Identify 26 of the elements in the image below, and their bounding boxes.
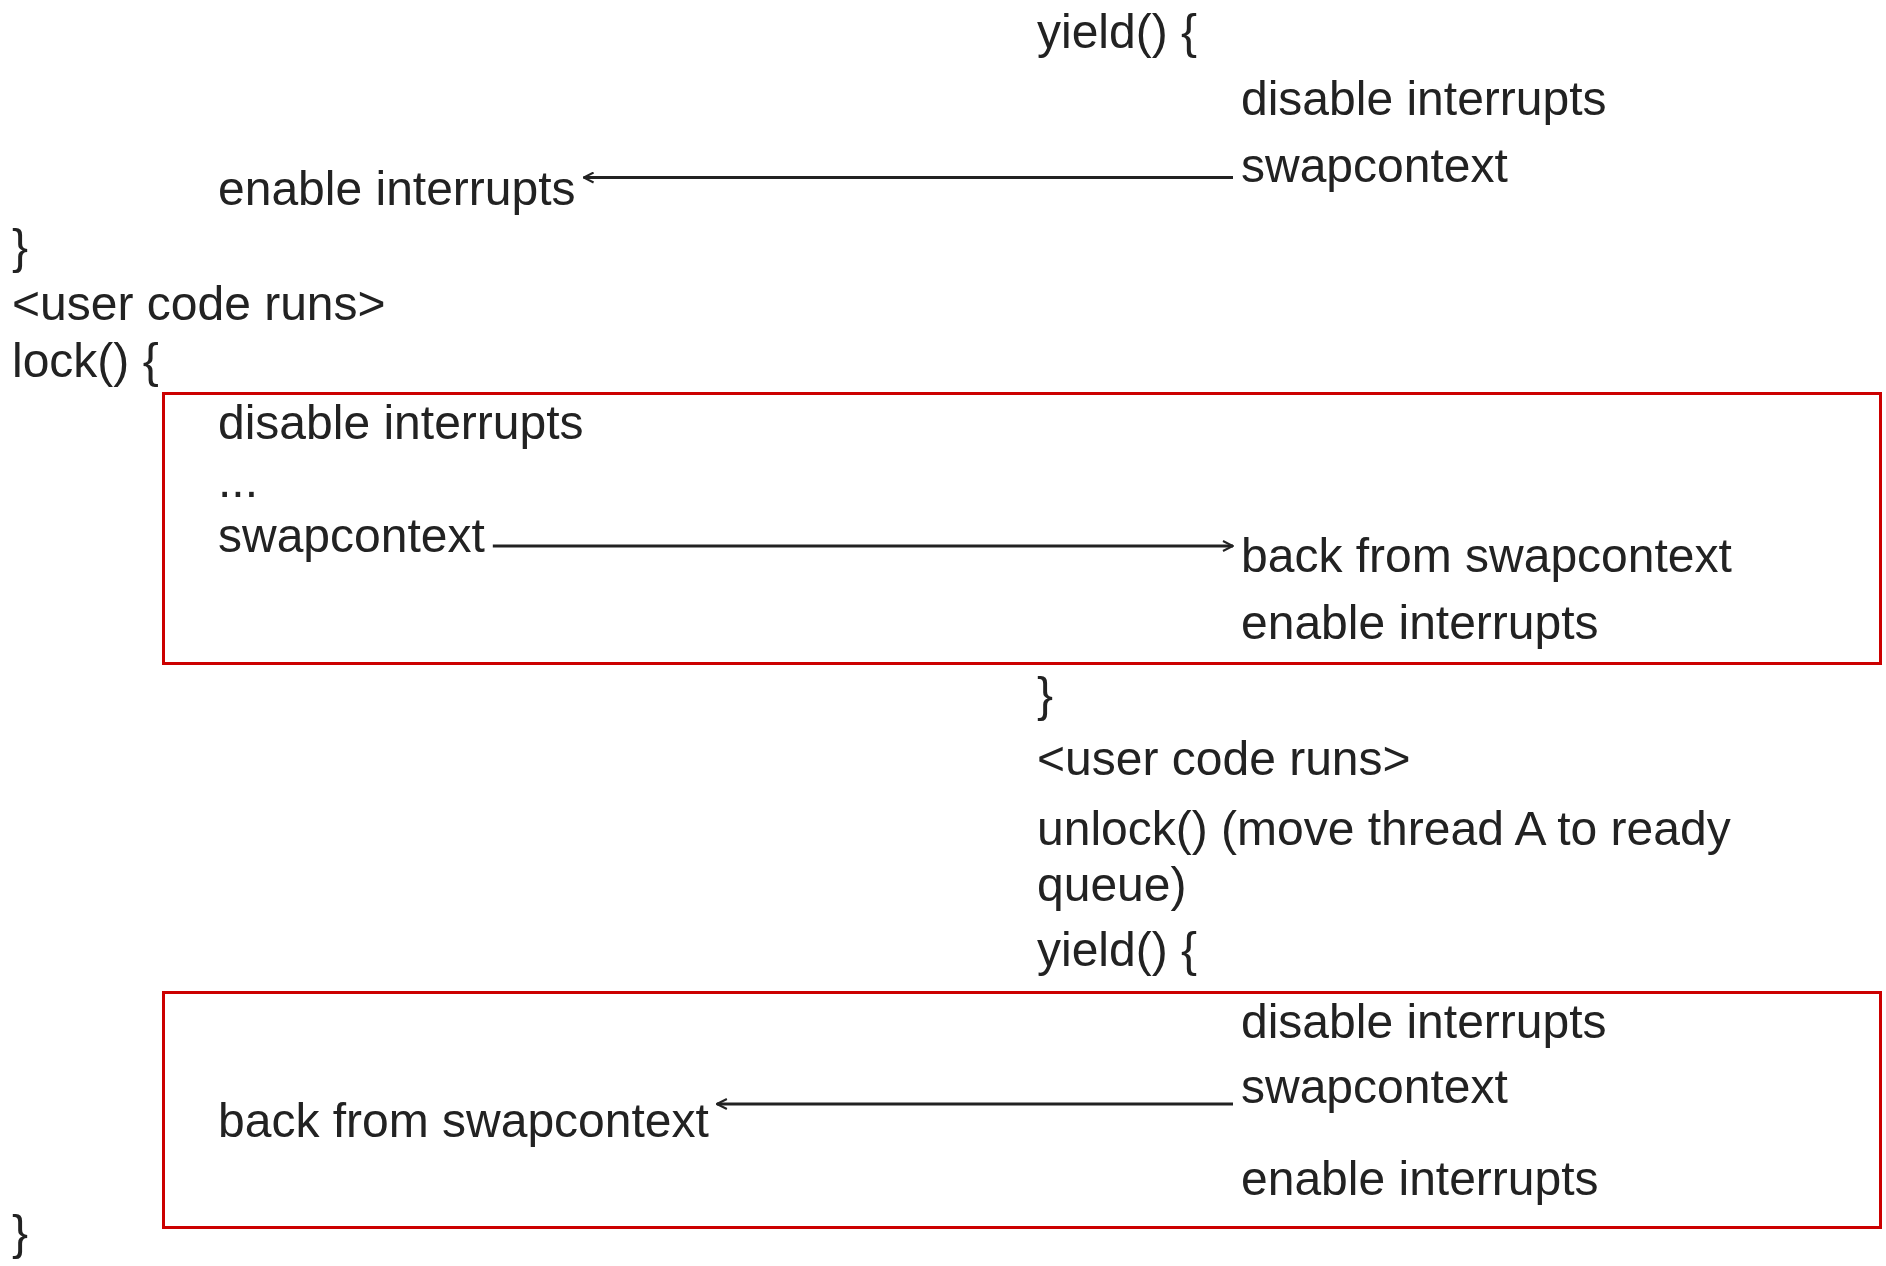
- code-line: disable interrupts: [218, 395, 584, 451]
- code-line: }: [12, 1205, 29, 1261]
- arrow: [715, 1098, 1233, 1110]
- code-line: }: [12, 219, 29, 275]
- code-line: ...: [218, 453, 258, 509]
- arrow: [582, 171, 1233, 184]
- highlight-box: [162, 392, 1882, 665]
- code-line: enable interrupts: [1241, 1151, 1599, 1207]
- code-line: }: [1037, 667, 1054, 723]
- code-line: enable interrupts: [218, 161, 576, 217]
- code-line: lock() {: [12, 333, 159, 389]
- highlight-box: [162, 991, 1882, 1229]
- code-line: <user code runs>: [1037, 731, 1411, 787]
- code-line: back from swapcontext: [218, 1093, 709, 1149]
- code-line: disable interrupts: [1241, 71, 1607, 127]
- code-line: <user code runs>: [12, 276, 386, 332]
- code-line: swapcontext: [1241, 138, 1508, 194]
- code-line: back from swapcontext: [1241, 528, 1732, 584]
- code-line: swapcontext: [1241, 1059, 1508, 1115]
- code-line: enable interrupts: [1241, 595, 1599, 651]
- code-line: unlock() (move thread A to ready queue): [1037, 801, 1732, 913]
- arrow: [492, 540, 1234, 552]
- code-line: yield() {: [1037, 922, 1198, 978]
- code-line: disable interrupts: [1241, 994, 1607, 1050]
- code-line: yield() {: [1037, 4, 1198, 60]
- code-line: swapcontext: [218, 508, 485, 564]
